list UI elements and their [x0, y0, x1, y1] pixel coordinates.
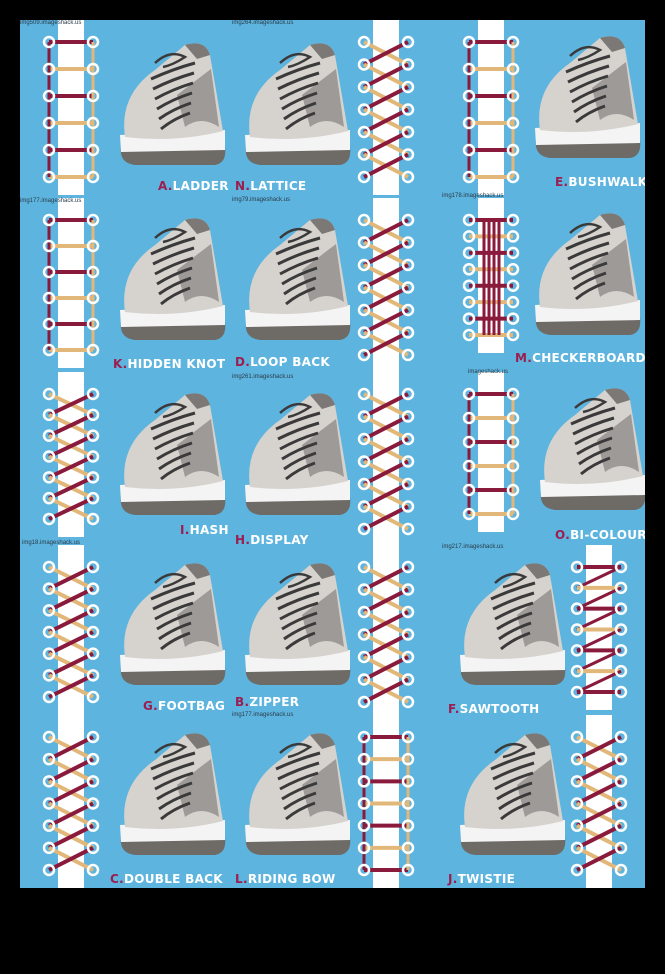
label-checkerboard: M.CHECKERBOARD	[515, 351, 645, 365]
lacing-diagram	[357, 372, 415, 547]
sneaker-image	[120, 218, 226, 340]
lacing-diagram	[357, 198, 415, 373]
label-twistie: J.TWISTIE	[448, 872, 515, 886]
lacing-diagram	[42, 198, 100, 368]
label-display: H.DISPLAY	[235, 533, 309, 547]
label-letter: L.	[235, 872, 248, 886]
label-sawtooth: F.SAWTOOTH	[448, 702, 539, 716]
label-name: SAWTOOTH	[459, 702, 540, 716]
label-letter: G.	[143, 699, 159, 713]
label-letter: B.	[235, 695, 250, 709]
label-letter: D.	[235, 355, 251, 369]
label-footbag: G.FOOTBAG	[143, 699, 225, 713]
sneaker-image	[245, 733, 351, 855]
lacing-diagram	[357, 545, 415, 720]
label-letter: M.	[515, 351, 533, 365]
label-name: CHECKERBOARD	[532, 351, 645, 365]
watermark: img217.imageshack.us	[442, 544, 504, 550]
label-letter: J.	[448, 872, 458, 886]
lacing-diagram	[357, 715, 415, 888]
label-name: DOUBLE BACK	[123, 872, 223, 886]
sneaker-image	[120, 733, 226, 855]
label-name: BI-COLOUR	[570, 528, 645, 542]
lacing-diagram	[570, 715, 628, 888]
lacing-diagram	[462, 198, 520, 353]
watermark: img79.imageshack.us	[232, 197, 291, 203]
lacing-diagram	[357, 20, 415, 195]
label-name: FOOTBAG	[158, 699, 226, 713]
label-zipper: B.ZIPPER	[235, 695, 299, 709]
label-bi-colour: O.BI-COLOUR	[555, 528, 645, 542]
watermark: img18.imageshack.us	[22, 540, 81, 546]
label-letter: K.	[113, 357, 128, 371]
sneaker-image	[245, 563, 351, 685]
label-letter: F.	[448, 702, 460, 716]
label-name: LATTICE	[250, 179, 307, 193]
sneaker-image	[120, 393, 226, 515]
label-name: HIDDEN KNOT	[127, 357, 226, 371]
label-riding-bow: L.RIDING BOW	[235, 872, 336, 886]
watermark: img177.imageshack.us	[232, 712, 294, 718]
sneaker-image	[535, 213, 641, 335]
label-bushwalk: E.BUSHWALK	[555, 175, 645, 189]
sneaker-image	[120, 563, 226, 685]
label-letter: N.	[235, 179, 251, 193]
label-name: TWISTIE	[457, 872, 516, 886]
label-letter: E.	[555, 175, 569, 189]
label-name: BUSHWALK	[568, 175, 645, 189]
label-ladder: A.LADDER	[158, 179, 229, 193]
label-loop-back: D.LOOP BACK	[235, 355, 330, 369]
watermark: img177.imageshack.us	[20, 198, 82, 204]
sneaker-image	[535, 36, 641, 158]
label-letter: I.	[180, 523, 190, 537]
label-name: DISPLAY	[250, 533, 309, 547]
sneaker-image	[460, 563, 566, 685]
watermark: img178.imageshack.us	[442, 193, 504, 199]
lacing-diagram	[42, 372, 100, 537]
label-letter: A.	[158, 179, 173, 193]
label-name: LOOP BACK	[250, 355, 330, 369]
watermark: imageshack.us	[468, 369, 509, 375]
label-lattice: N.LATTICE	[235, 179, 306, 193]
lacing-diagram	[42, 715, 100, 888]
sneaker-image	[245, 218, 351, 340]
sneaker-image	[120, 43, 226, 165]
label-hidden-knot: K.HIDDEN KNOT	[113, 357, 225, 371]
label-letter: O.	[555, 528, 571, 542]
shoelace-styles-poster: A.LADDER N.LATTICE E.BUSHWALK K.HIDDEN K…	[20, 20, 645, 888]
sneaker-image	[540, 388, 645, 510]
lacing-diagram	[42, 20, 100, 195]
label-name: RIDING BOW	[247, 872, 336, 886]
watermark: img509.imageshack.us	[20, 20, 82, 26]
label-letter: H.	[235, 533, 251, 547]
watermark: img264.imageshack.us	[232, 20, 294, 26]
label-name: LADDER	[172, 179, 229, 193]
label-hash: I.HASH	[180, 523, 229, 537]
lacing-diagram	[42, 545, 100, 715]
sneaker-image	[245, 393, 351, 515]
watermark: img261.imageshack.us	[232, 374, 294, 380]
lacing-diagram	[462, 20, 520, 195]
lacing-diagram	[462, 372, 520, 532]
sneaker-image	[460, 733, 566, 855]
lacing-diagram	[570, 545, 628, 710]
label-letter: C.	[110, 872, 124, 886]
label-double-back: C.DOUBLE BACK	[110, 872, 223, 886]
label-name: HASH	[189, 523, 229, 537]
label-name: ZIPPER	[249, 695, 300, 709]
sneaker-image	[245, 43, 351, 165]
